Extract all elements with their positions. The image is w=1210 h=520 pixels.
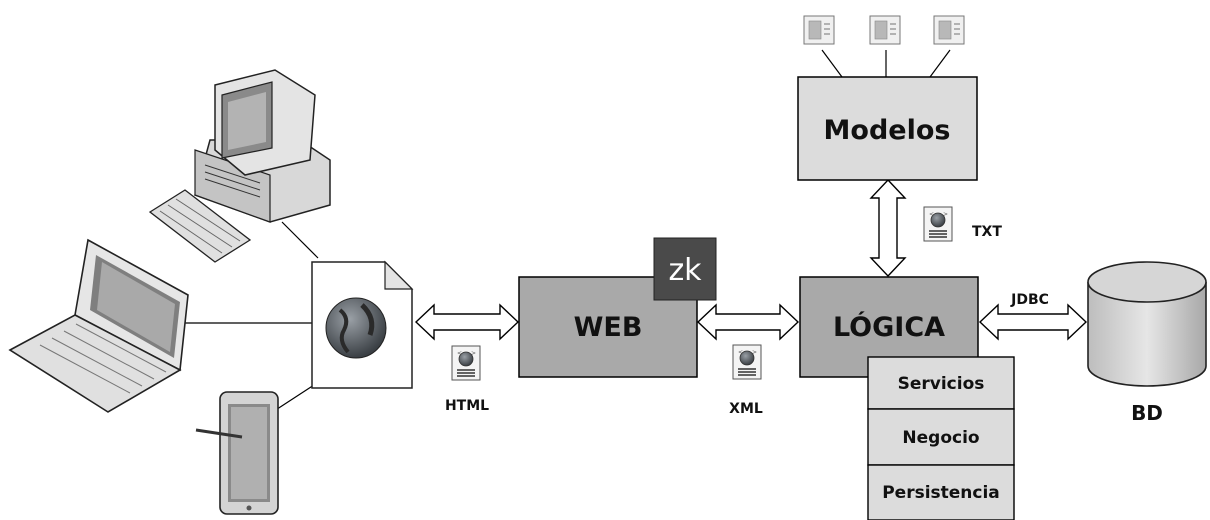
xml-arrow [696,303,800,341]
model-connector-3 [929,49,951,78]
txt-arrow [869,178,907,278]
xml-document-icon [732,344,762,380]
txt-label: TXT [972,224,1002,240]
zk-logo [653,237,717,301]
html-arrow [414,303,520,341]
web-page-icon [311,260,414,389]
jdbc-arrow [978,303,1088,341]
database-label: BD [1131,401,1163,425]
xml-label: XML [729,401,763,417]
txt-document-icon [923,206,953,242]
laptop-icon [8,238,189,413]
layer-negocio [867,408,1015,466]
model-template-icon [869,15,901,45]
layer-persistencia [867,464,1015,520]
layer-label-persistencia: Persistencia [882,483,1000,503]
layer-servicios [867,356,1015,410]
desktop-computer-icon [148,69,331,263]
layer-label-negocio: Negocio [902,428,979,448]
html-document-icon [451,345,481,381]
desktop-connection-line [281,221,319,259]
tablet-icon [195,391,279,515]
jdbc-label: JDBC [1010,292,1049,308]
model-template-icon [933,15,965,45]
model-template-icon [803,15,835,45]
layer-stack: Servicios Negocio Persistencia [867,356,1015,520]
modelos-box-label: Modelos [824,115,951,146]
html-label: HTML [445,398,489,414]
database-icon [1087,261,1207,387]
logica-box-label: LÓGICA [833,311,945,343]
web-box-label: WEB [574,312,643,343]
modelos-box [797,76,978,181]
zk-logo-text: zk [668,253,702,288]
layer-label-servicios: Servicios [898,374,985,394]
model-connector-1 [821,49,843,78]
